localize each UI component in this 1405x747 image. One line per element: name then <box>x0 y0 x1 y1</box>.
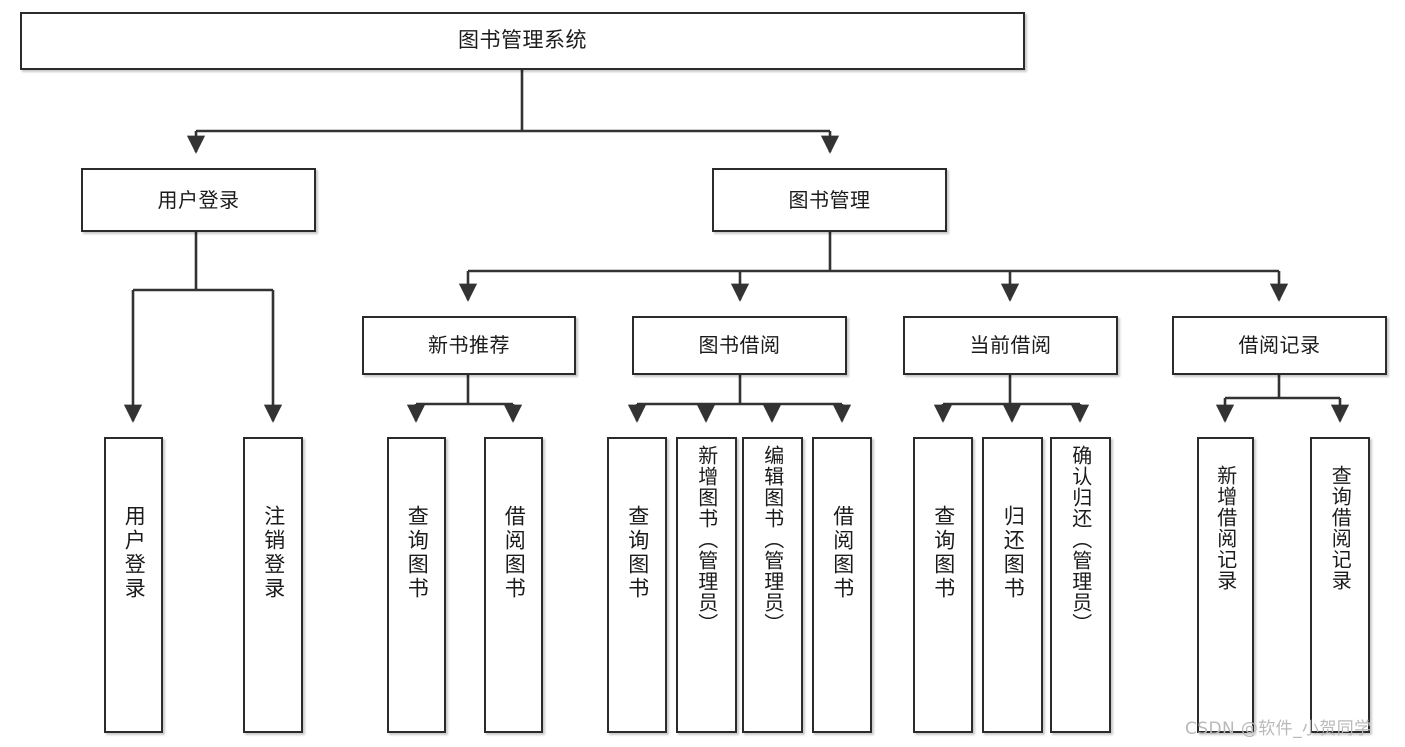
node-leaf-borrow-book-1[interactable]: 借阅图书 <box>484 437 543 733</box>
node-book-borrow-label: 图书借阅 <box>698 333 781 358</box>
node-book-borrow[interactable]: 图书借阅 <box>632 316 847 375</box>
node-leaf-edit-book-label: 编辑图书（管理员） <box>760 445 785 634</box>
watermark-text: CSDN @软件_小贺同学 <box>1185 719 1372 739</box>
node-leaf-add-book-label: 新增图书（管理员） <box>694 445 719 634</box>
node-leaf-add-record[interactable]: 新增借阅记录 <box>1197 437 1254 733</box>
node-leaf-query-book-2[interactable]: 查询图书 <box>607 437 667 733</box>
node-root[interactable]: 图书管理系统 <box>20 12 1025 70</box>
node-leaf-query-book-1[interactable]: 查询图书 <box>387 437 446 733</box>
node-leaf-edit-book[interactable]: 编辑图书（管理员） <box>742 437 803 733</box>
node-leaf-query-record-label: 查询借阅记录 <box>1328 465 1353 591</box>
node-leaf-logout-label: 注销登录 <box>261 505 286 601</box>
node-current-borrow-label: 当前借阅 <box>969 333 1052 358</box>
node-leaf-add-record-label: 新增借阅记录 <box>1213 465 1238 591</box>
node-leaf-confirm-return[interactable]: 确认归还（管理员） <box>1050 437 1111 733</box>
node-new-book-recommend-label: 新书推荐 <box>428 333 510 358</box>
node-leaf-logout[interactable]: 注销登录 <box>243 437 303 733</box>
node-leaf-user-login-label: 用户登录 <box>122 505 147 601</box>
node-leaf-add-book[interactable]: 新增图书（管理员） <box>676 437 737 733</box>
node-leaf-borrow-book-1-label: 借阅图书 <box>502 505 527 601</box>
node-leaf-return-book[interactable]: 归还图书 <box>982 437 1043 733</box>
node-leaf-borrow-book-2[interactable]: 借阅图书 <box>812 437 872 733</box>
node-leaf-confirm-return-label: 确认归还（管理员） <box>1068 445 1093 634</box>
node-current-borrow[interactable]: 当前借阅 <box>903 316 1118 375</box>
node-leaf-query-book-2-label: 查询图书 <box>625 505 650 601</box>
node-book-manage-label: 图书管理 <box>788 187 871 212</box>
node-leaf-return-book-label: 归还图书 <box>1001 505 1026 601</box>
node-user-login[interactable]: 用户登录 <box>81 168 316 232</box>
node-leaf-user-login[interactable]: 用户登录 <box>104 437 163 733</box>
node-user-login-label: 用户登录 <box>157 187 240 212</box>
node-leaf-query-book-3-label: 查询图书 <box>931 505 956 601</box>
node-leaf-query-record[interactable]: 查询借阅记录 <box>1310 437 1370 733</box>
node-borrow-record[interactable]: 借阅记录 <box>1172 316 1387 375</box>
node-new-book-recommend[interactable]: 新书推荐 <box>362 316 576 375</box>
node-leaf-query-book-1-label: 查询图书 <box>405 505 430 601</box>
node-leaf-query-book-3[interactable]: 查询图书 <box>913 437 973 733</box>
node-root-label: 图书管理系统 <box>458 28 587 53</box>
node-borrow-record-label: 借阅记录 <box>1238 333 1321 358</box>
node-leaf-borrow-book-2-label: 借阅图书 <box>830 505 855 601</box>
node-book-manage[interactable]: 图书管理 <box>712 168 947 232</box>
